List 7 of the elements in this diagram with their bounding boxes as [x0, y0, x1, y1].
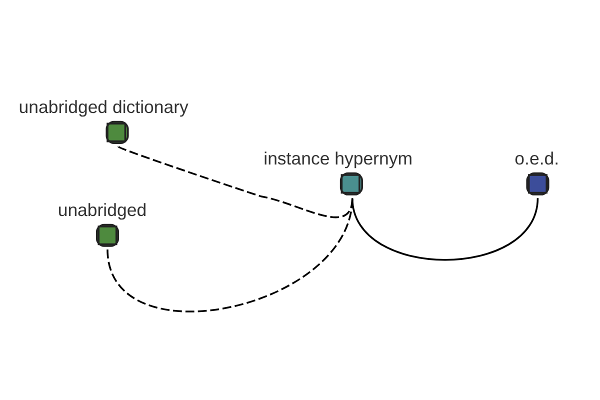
connector [351, 198, 539, 261]
node-label: instance hypernym [264, 148, 412, 168]
node-label: unabridged dictionary [18, 96, 188, 117]
node-label: unabridged [58, 200, 147, 220]
connector [118, 146, 354, 218]
node-label: o.e.d. [514, 148, 560, 168]
connector [106, 198, 354, 312]
